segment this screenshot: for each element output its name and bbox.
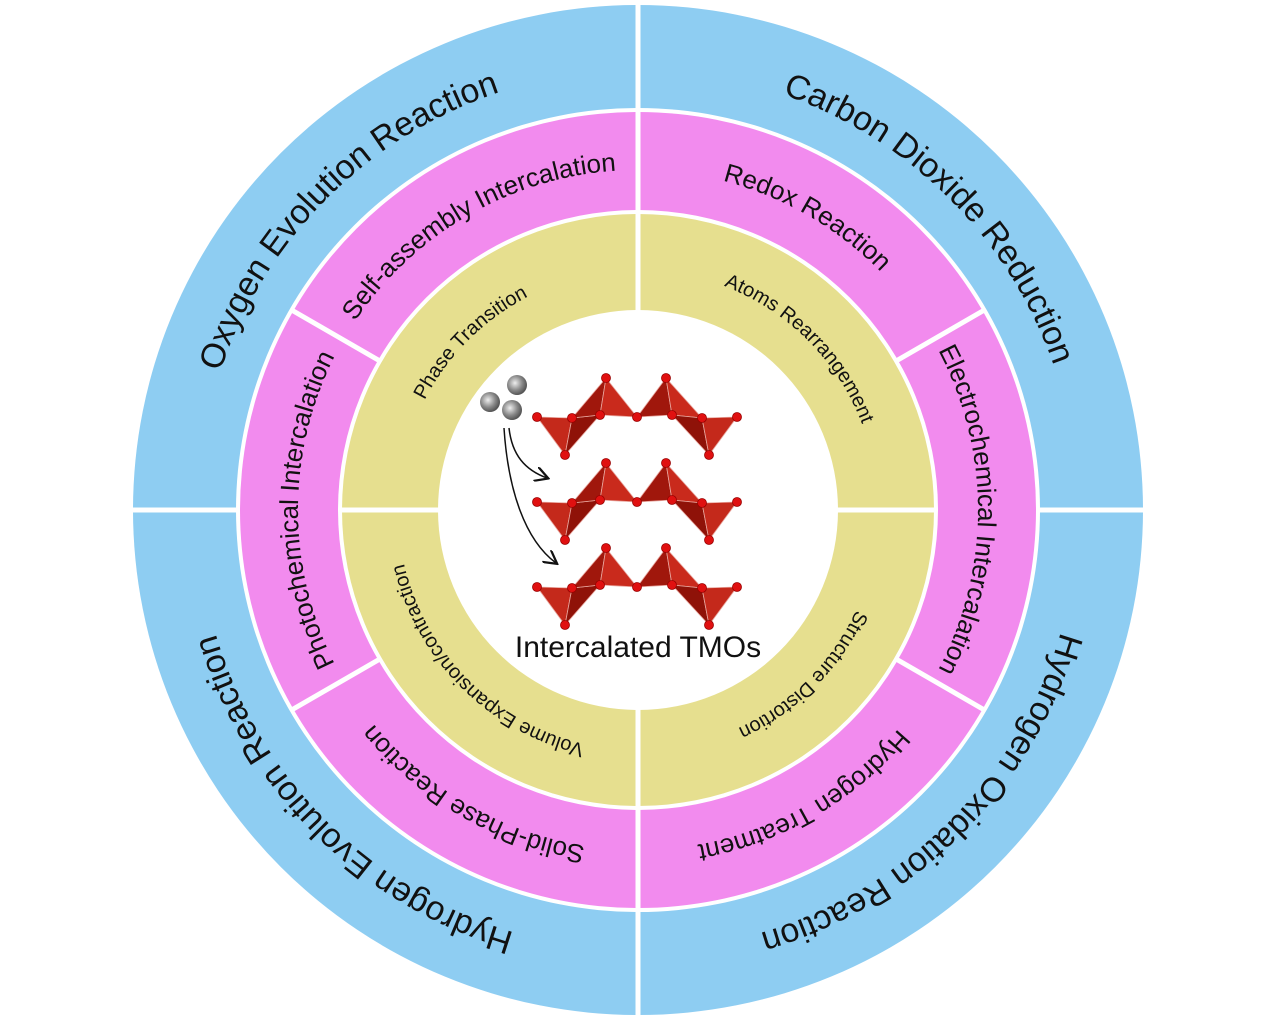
tmo-layer bbox=[532, 543, 742, 630]
oxygen-atom bbox=[697, 583, 707, 593]
oxygen-atom bbox=[667, 410, 677, 420]
octahedron-face bbox=[599, 462, 638, 503]
oxygen-atom bbox=[532, 497, 542, 507]
oxygen-atom bbox=[560, 450, 570, 460]
guest-ion-sphere bbox=[507, 375, 527, 395]
tmo-layer bbox=[532, 373, 742, 460]
oxygen-atom bbox=[601, 373, 611, 383]
oxygen-atom bbox=[704, 535, 714, 545]
middle-divider bbox=[894, 656, 986, 713]
oxygen-atom bbox=[661, 543, 671, 553]
guest-ion-sphere bbox=[480, 392, 500, 412]
octahedron-face bbox=[701, 586, 738, 626]
oxygen-atom bbox=[560, 620, 570, 630]
center-label: Intercalated TMOs bbox=[515, 631, 761, 664]
oxygen-atom bbox=[595, 495, 605, 505]
oxygen-atom bbox=[732, 497, 742, 507]
oxygen-atom bbox=[704, 450, 714, 460]
oxygen-atom bbox=[532, 582, 542, 592]
oxygen-atom bbox=[567, 583, 577, 593]
octahedron-face bbox=[701, 416, 738, 456]
intercalation-arrow bbox=[508, 427, 547, 478]
oxygen-atom bbox=[632, 582, 642, 592]
oxygen-atom bbox=[697, 498, 707, 508]
oxygen-atom bbox=[595, 410, 605, 420]
oxygen-atom bbox=[601, 458, 611, 468]
tmo-layer bbox=[532, 458, 742, 545]
oxygen-atom bbox=[560, 535, 570, 545]
oxygen-atom bbox=[632, 497, 642, 507]
octahedron-face bbox=[599, 547, 638, 588]
oxygen-atom bbox=[661, 373, 671, 383]
oxygen-atom bbox=[704, 620, 714, 630]
intercalation-arrow bbox=[503, 427, 556, 563]
intercalated-structure-illustration bbox=[480, 373, 742, 630]
oxygen-atom bbox=[532, 412, 542, 422]
center-disc bbox=[438, 310, 838, 710]
octahedron-face bbox=[701, 501, 738, 541]
oxygen-atom bbox=[732, 582, 742, 592]
oxygen-atom bbox=[667, 495, 677, 505]
middle-divider bbox=[290, 307, 382, 364]
octahedron-face bbox=[599, 377, 638, 418]
oxygen-atom bbox=[661, 458, 671, 468]
middle-divider bbox=[290, 656, 382, 713]
middle-divider bbox=[894, 307, 986, 364]
oxygen-atom bbox=[601, 543, 611, 553]
oxygen-atom bbox=[697, 413, 707, 423]
oxygen-atom bbox=[667, 580, 677, 590]
guest-ion-sphere bbox=[502, 400, 522, 420]
oxygen-atom bbox=[632, 412, 642, 422]
oxygen-atom bbox=[567, 413, 577, 423]
oxygen-atom bbox=[732, 412, 742, 422]
oxygen-atom bbox=[595, 580, 605, 590]
oxygen-atom bbox=[567, 498, 577, 508]
